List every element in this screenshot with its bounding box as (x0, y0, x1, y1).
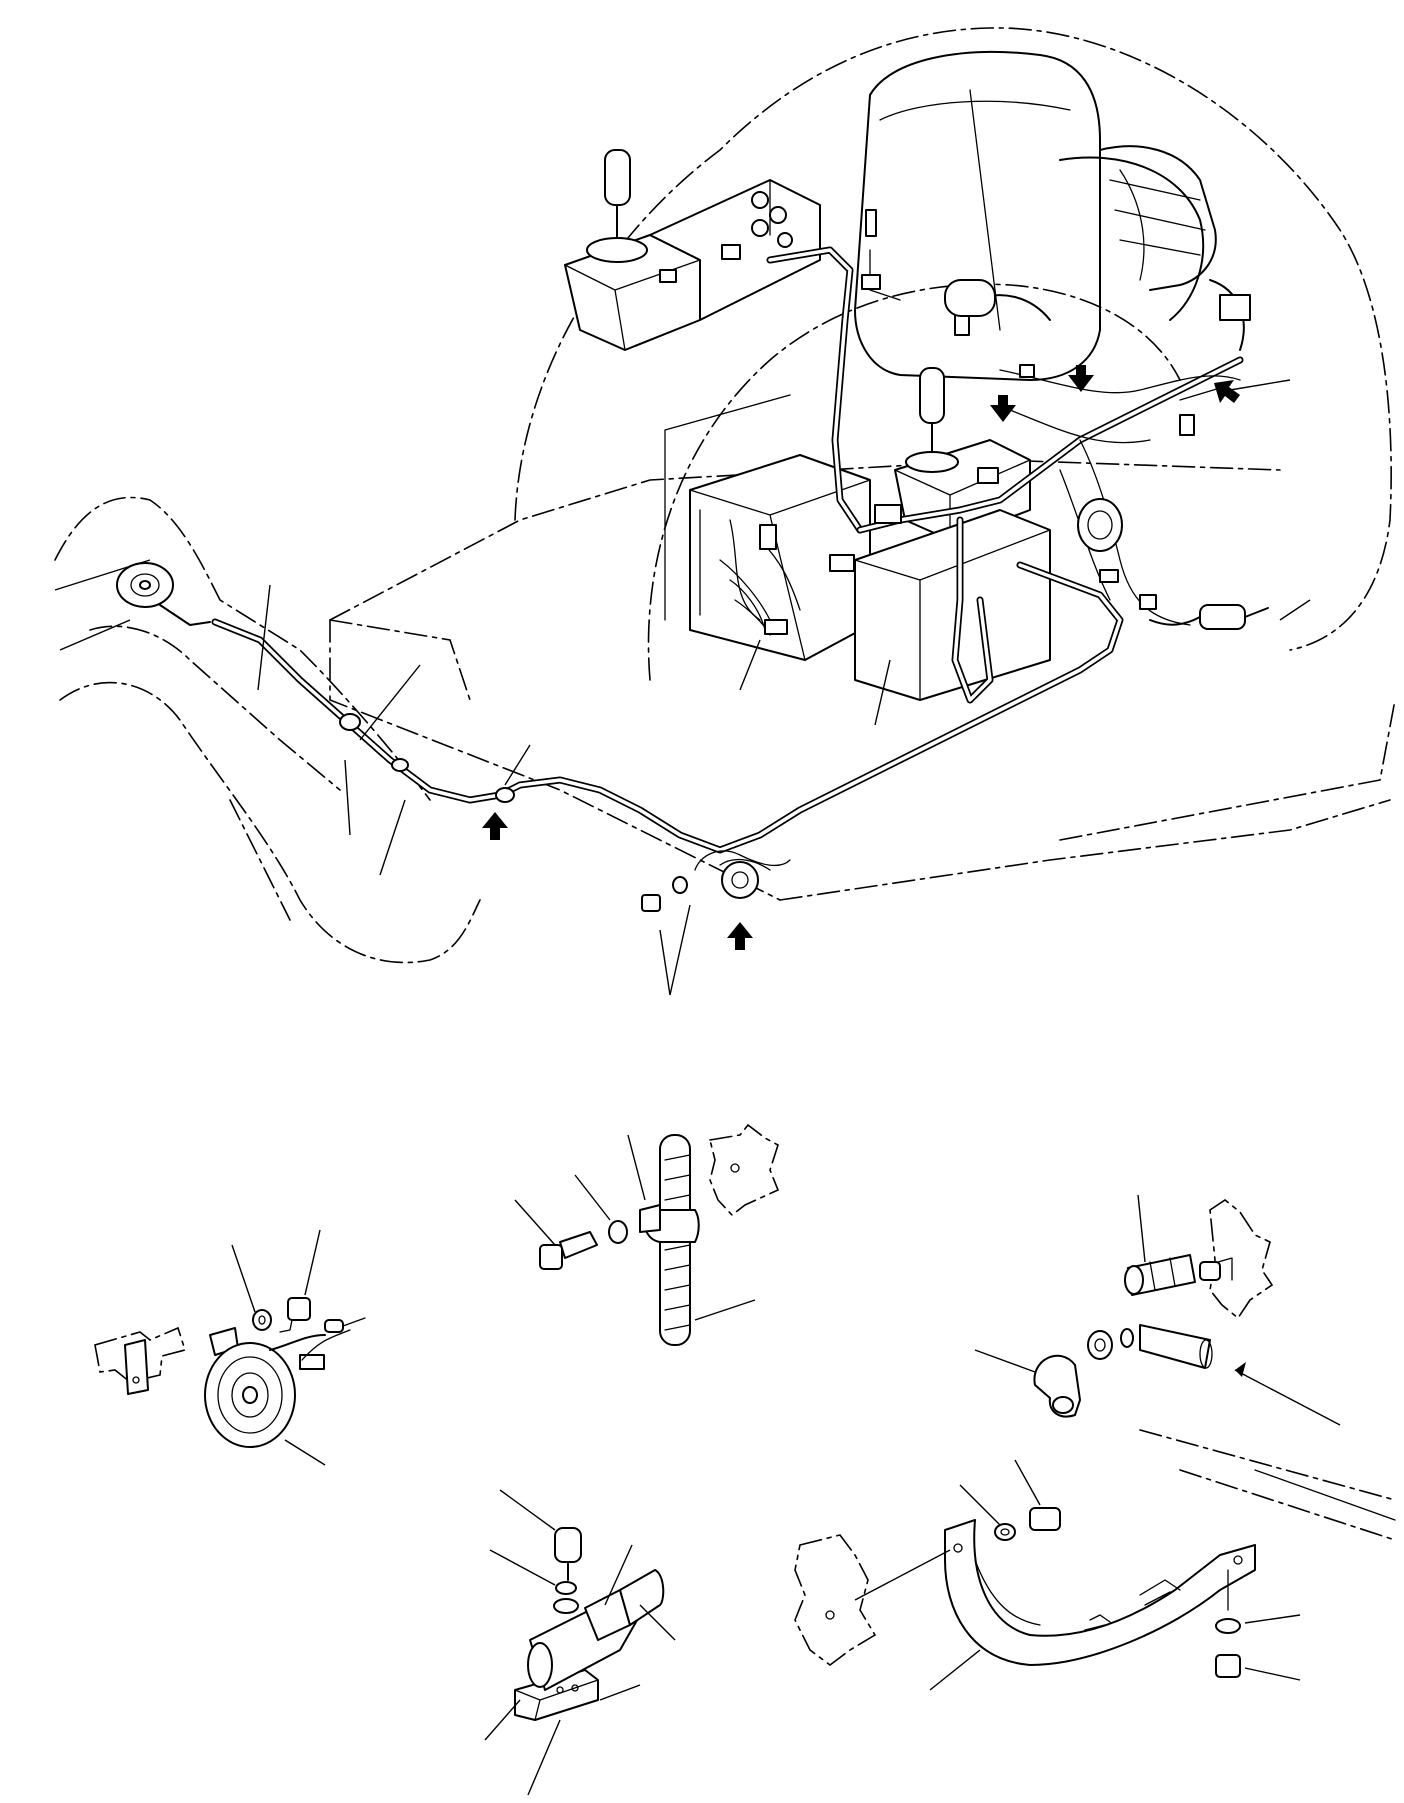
connector-seat-top (865, 209, 877, 237)
fuel-pump (944, 279, 996, 317)
cab-outline (514, 27, 1392, 651)
right-joystick-grip (919, 367, 945, 424)
boom-upper-outline (54, 496, 431, 801)
frame-step (329, 619, 471, 701)
lower-washer (1215, 1618, 1241, 1634)
harness-clamp-detail (514, 1123, 780, 1346)
filled-arrow-icon (1214, 380, 1240, 403)
mounting-bolt (287, 1297, 311, 1321)
connectors-main (719, 209, 1195, 636)
boom-horn (116, 562, 211, 626)
connector-bracket-detail (974, 1194, 1341, 1426)
boom-lower-outline (59, 681, 481, 964)
washer (672, 876, 688, 894)
right-deck-edge (1059, 699, 1396, 841)
washer (608, 1220, 628, 1244)
filled-arrow-icon (482, 812, 508, 840)
lock-washer (252, 1309, 272, 1331)
relay-box (1219, 294, 1251, 321)
main-harness (211, 561, 1124, 854)
harness-clamps (339, 713, 791, 912)
engine-block (1099, 145, 1251, 351)
battery-box-right (854, 509, 1051, 701)
clamp-bolt (554, 1527, 582, 1563)
washer (994, 1523, 1016, 1541)
mount-bracket (514, 1669, 599, 1721)
filled-arrow-icon (1068, 365, 1094, 392)
tube-fitting (1139, 1324, 1211, 1369)
support-strap (944, 1519, 1256, 1666)
strap-bracket-detail (794, 1429, 1396, 1691)
frame-front-edge (329, 619, 781, 901)
upper-frame-edge (329, 459, 1281, 621)
main-machine-view (54, 27, 1396, 996)
strap-bolt (1029, 1507, 1061, 1531)
grommet (721, 861, 759, 899)
fuel-sender (1149, 604, 1269, 630)
callout-leaders-main (54, 379, 1311, 996)
floor-edge (779, 799, 1391, 901)
horn-mounting-detail (94, 1229, 366, 1466)
under-seat-block (664, 394, 791, 621)
seat-harness (766, 246, 1244, 704)
filled-arrow-icon (727, 922, 753, 950)
lock-washer (553, 1598, 579, 1614)
bushing (1087, 1330, 1113, 1360)
left-control-console (564, 149, 821, 351)
direction-arrows (482, 365, 1240, 950)
pipe-clamp-detail (484, 1489, 676, 1796)
clamp-bolt (559, 1231, 598, 1259)
filled-arrow-icon (990, 395, 1016, 422)
boom-side (229, 799, 291, 921)
lower-bolt (1215, 1654, 1241, 1678)
left-joystick-grip (604, 149, 631, 206)
seat-horn (1077, 498, 1123, 552)
boom-inner-line (89, 625, 341, 791)
horn-connector (299, 1354, 325, 1370)
bolt (641, 894, 661, 912)
operator-seat (854, 50, 1205, 381)
